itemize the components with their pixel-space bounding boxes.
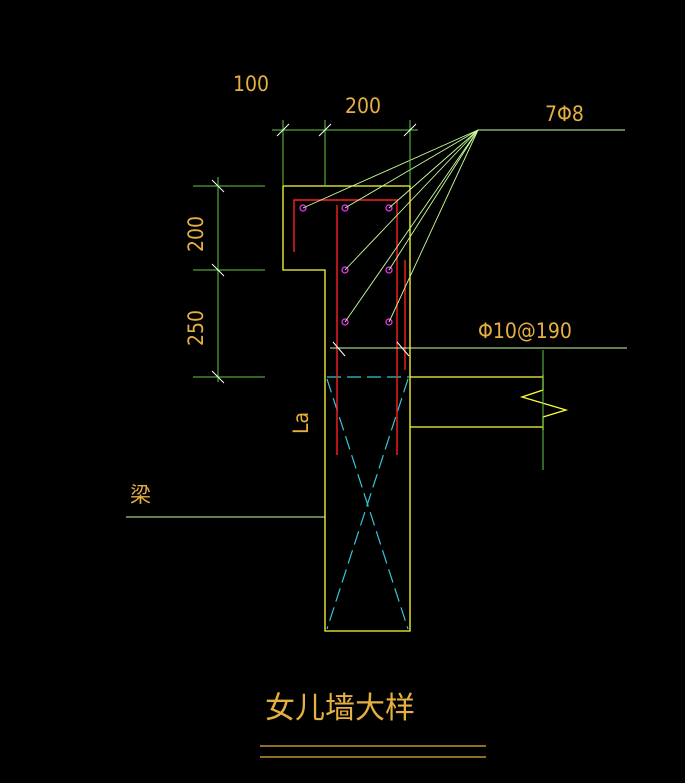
dim-top-offset: 100 xyxy=(233,72,269,96)
break-line-symbol xyxy=(519,350,569,470)
stirrup-outer xyxy=(293,199,398,455)
bar-leader-lines xyxy=(302,129,625,323)
concrete-outline xyxy=(282,185,543,632)
slab-outline xyxy=(410,376,543,428)
top-dimension xyxy=(272,120,418,186)
drawing-title: 女儿墙大样 xyxy=(265,691,415,726)
beam-cross-hatch xyxy=(326,376,410,630)
label-stirrups: Φ10@190 xyxy=(478,319,572,343)
bar-sections xyxy=(299,204,393,326)
parapet-outline xyxy=(282,185,411,632)
dim-lower-height: 250 xyxy=(184,310,208,346)
stirrup-leader xyxy=(330,341,627,357)
title-underline xyxy=(260,745,486,758)
dim-upper-height: 200 xyxy=(184,216,208,252)
dim-top-width: 200 xyxy=(345,94,381,118)
label-anchorage: La xyxy=(289,412,313,434)
label-beam: 梁 xyxy=(130,483,151,507)
label-longitudinal-bars: 7Φ8 xyxy=(545,102,584,126)
left-dimension xyxy=(193,177,265,384)
